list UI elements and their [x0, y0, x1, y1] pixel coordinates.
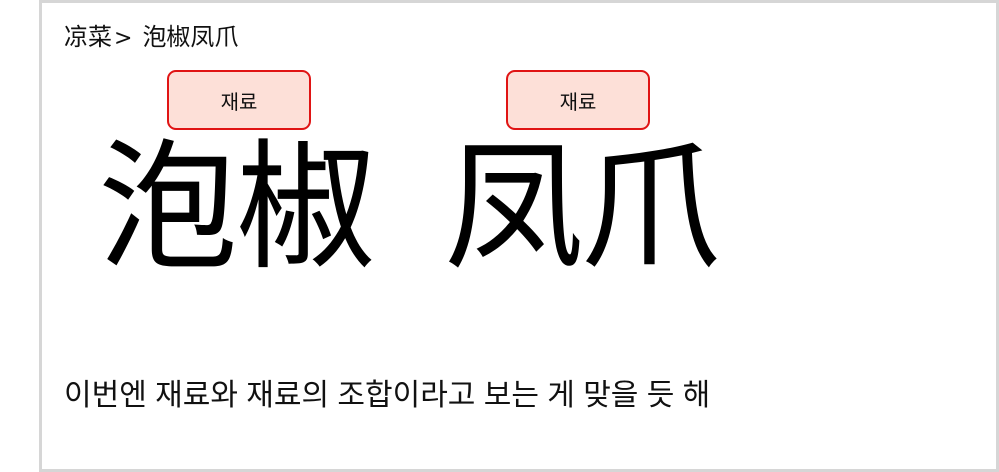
ingredient-tag-label: 재료	[220, 89, 258, 114]
word-chicken-feet: 凤爪	[444, 127, 720, 290]
ingredient-tag-2[interactable]: 재료	[506, 70, 650, 130]
ingredient-tag-1[interactable]: 재료	[167, 70, 311, 130]
ingredient-tag-label: 재료	[559, 89, 597, 114]
word-pickled-pepper: 泡椒	[98, 127, 376, 290]
caption-text: 이번엔 재료와 재료의 조합이라고 보는 게 맞을 듯 해	[64, 379, 711, 412]
breadcrumb-parent[interactable]: 凉菜	[64, 23, 112, 51]
breadcrumb-separator: >	[114, 26, 133, 51]
breadcrumb-current: 泡椒凤爪	[142, 23, 239, 51]
breadcrumb: 凉菜> 泡椒凤爪	[64, 20, 238, 54]
